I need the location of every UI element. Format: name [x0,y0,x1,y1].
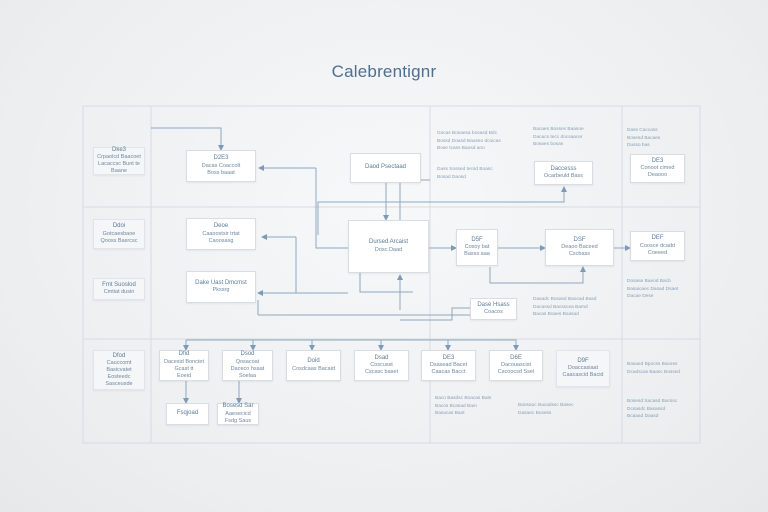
node-bottom-4[interactable]: Dsad Coscusst Cscasc baset [354,350,409,381]
node-top-center[interactable]: Daod Psectaad [350,153,421,183]
node-right-a[interactable]: D5F Cosoy bat Basss aaa [456,229,498,266]
connectors [151,127,631,404]
node-right-b[interactable]: DSF Deaoo Baceed Cscbass [545,229,614,266]
note-top-mid-b: Dass Sossed tecsd Boasc Bosad Daosd [437,167,493,180]
note-center-right: Dasadc Bosasd Baocad Basd Dacassd Bacssc… [533,297,597,318]
node-top-left[interactable]: D2E3 Dacas Coaccolt Boss baaat [186,150,256,182]
node-bottom-3[interactable]: Doid Cosdcaas Bacaid [286,350,341,381]
side-label-2: Ddoi Gotcaesbaoe Qooss Basrcsc [93,219,145,249]
node-top-right-b[interactable]: DE3 Conoot cimed Deaooo [630,154,685,183]
node-mid-left-b[interactable]: Dake Uast Dmcmst Pkssrg [186,271,256,303]
node-right-c[interactable]: DEF Coosce dcadd Coeeed [630,231,685,261]
note-bottom-mid-b: Baosaoc Bacadssc Basec Dasaec Bosess [518,403,574,416]
note-bottom-right-a: Basaed Bpocss Bacess Dcadscas Baasc Boss… [627,362,681,375]
node-bottom-2[interactable]: Dsod Qosacoat Daceco hsaat Soelaa [222,350,273,381]
note-bottom-right-b: Bosesd Sacasd Bacssc Dcsasdc Basassd Bca… [627,399,678,420]
diagram-title: Calebrentignr [331,62,437,81]
side-label-4: Dfod Cauccomt Basicvatet Eosteedc Sasceu… [93,350,145,390]
note-bottom-mid-a: Baco Basdsc Boacas Bats Bacos Bcasad Bam… [435,396,492,417]
grid-lines [82,105,701,444]
node-bottom-small-a[interactable]: Fsqjoad [166,403,209,425]
note-top-right-mid: Bacaes Bosses Baasoe Dacacs tecc docsaac… [533,127,584,148]
node-small-center[interactable]: Dase Hsass Coacos [470,298,517,320]
side-label-3: Fmt Suoslod Cmtiat dusin [93,278,145,300]
note-top-mid: Gscas Bosaesa bosasd Bdc Bossd Doasd Bau… [437,131,501,152]
node-bottom-small-b[interactable]: Bosesd Sar Aaesecicd Fsdg Saus [217,403,259,425]
node-center[interactable]: Dursed Arcaist Dosc Daad [348,220,429,273]
note-top-far-right: Dass Caccass Bosesd Bacaes Dusso bas [627,128,661,149]
side-label-1: Dke3 Crpaolcd Baacoet Lacaccsc Bunt te B… [93,147,145,175]
node-top-right-a[interactable]: Daccesss Ocarbeuld Bass [534,161,593,185]
node-mid-left-a[interactable]: Deoe Caaoostsir trtat Caoosasg [186,218,256,250]
node-bottom-1[interactable]: Dfid Dacesid Bonctet Gcast tt Eoeid [159,350,209,381]
note-right-mid: Dosase Baeod Bacb Basaicaec Dasad Dsaet … [627,279,679,300]
node-bottom-7[interactable]: D9F Doaccasiaat Caacascid Bacid [556,350,610,387]
node-bottom-6[interactable]: D6E Dacouascist Cscoocsd Ssel [489,350,543,381]
node-bottom-5[interactable]: DE3 Dsasead Bacet Caacas Bacct [421,350,476,381]
